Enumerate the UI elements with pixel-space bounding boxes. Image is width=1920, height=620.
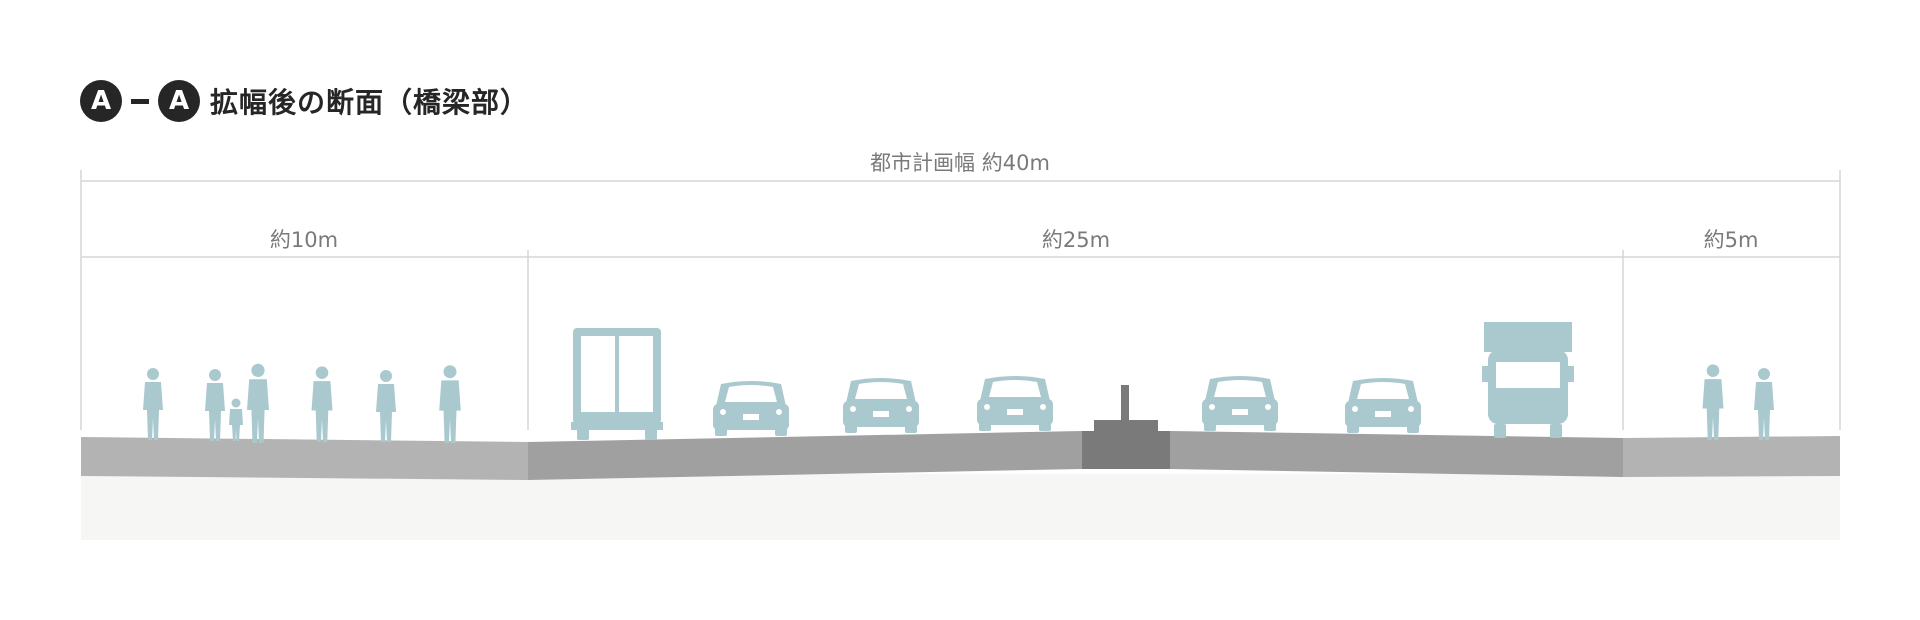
pedestrian-icon (439, 365, 461, 443)
median-strip (1082, 431, 1170, 469)
right-sidewalk-width-label: 約5m (1704, 228, 1759, 252)
section-title: A A 拡幅後の断面（橋梁部） (80, 78, 529, 124)
total-width-label: 都市計画幅 約40m (870, 151, 1050, 175)
section-marker-dash (131, 98, 149, 104)
child-icon (229, 398, 243, 441)
car-icon (1202, 376, 1278, 431)
car-icon (713, 381, 789, 436)
car-icon (843, 378, 919, 433)
pedestrians-right (1702, 364, 1774, 440)
left-sidewalk-width-label: 約10m (270, 228, 338, 252)
ground (81, 474, 1840, 540)
roadway-width-label: 約25m (1042, 228, 1110, 252)
dimension-lines (80, 170, 1841, 430)
section-title-text: 拡幅後の断面（橋梁部） (210, 86, 530, 119)
roadway-right (1170, 431, 1623, 477)
pedestrian-icon (143, 368, 163, 440)
pedestrian-icon (205, 369, 225, 441)
truck-front-icon (1482, 322, 1574, 438)
vehicles (571, 322, 1574, 440)
pedestrian-icon (376, 370, 396, 442)
pedestrian-icon (1702, 364, 1724, 440)
left-sidewalk (81, 437, 528, 480)
pedestrian-icon (1754, 368, 1774, 440)
median-pole-icon (1094, 385, 1158, 432)
section-marker-left: A (80, 80, 122, 122)
pedestrian-icon (311, 366, 333, 442)
roadway-left (528, 431, 1082, 480)
pedestrians-left (143, 363, 461, 443)
pedestrian-icon (246, 363, 269, 443)
right-sidewalk (1623, 436, 1840, 477)
truck-rear-icon (571, 328, 663, 440)
car-icon (977, 376, 1053, 431)
section-marker-right: A (158, 80, 200, 122)
car-icon (1345, 378, 1421, 433)
